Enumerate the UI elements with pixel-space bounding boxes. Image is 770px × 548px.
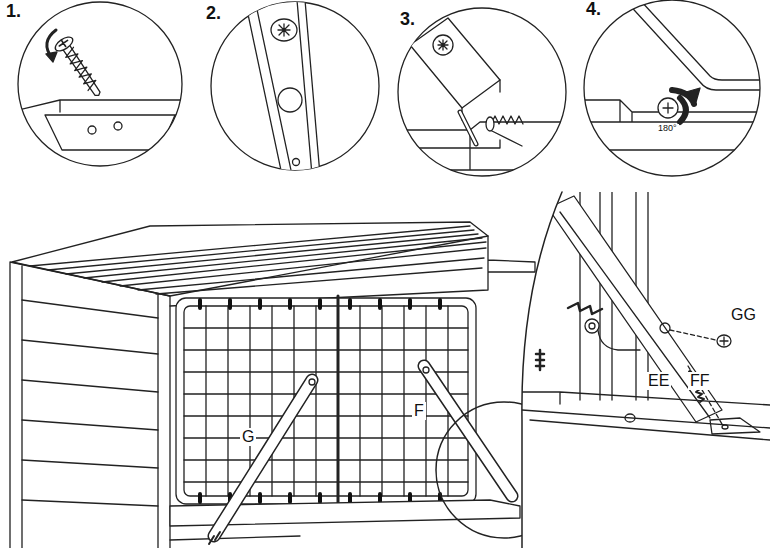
step-two-detail bbox=[255, 0, 320, 190]
cage-illustration bbox=[22, 300, 158, 506]
step-two-detail bbox=[245, 0, 320, 175]
cage-illustration bbox=[176, 298, 476, 504]
step-number: 1. bbox=[4, 2, 23, 22]
step-one-detail bbox=[10, 30, 190, 175]
step-two-detail bbox=[211, 0, 379, 190]
cage-illustration bbox=[12, 222, 488, 296]
step-number: 4. bbox=[584, 0, 603, 20]
enlarged-detail bbox=[536, 350, 544, 370]
enlarged-detail bbox=[589, 323, 595, 329]
cage-illustration bbox=[424, 366, 512, 496]
enlarged-detail bbox=[585, 319, 599, 333]
step-two-detail bbox=[245, 0, 320, 190]
step-two-detail bbox=[278, 24, 290, 36]
step-one-detail bbox=[53, 34, 107, 101]
step-four-detail bbox=[663, 103, 673, 113]
part-label: EE bbox=[646, 372, 671, 390]
step-two-detail bbox=[278, 88, 302, 112]
step-one-detail bbox=[114, 122, 122, 130]
enlarged-detail bbox=[710, 418, 760, 434]
step-three-detail bbox=[462, 80, 500, 120]
step-three-detail bbox=[460, 112, 476, 144]
step-three-detail bbox=[486, 117, 494, 131]
cage-illustration bbox=[10, 222, 572, 548]
step-two-detail bbox=[293, 159, 300, 166]
cage-illustration bbox=[214, 380, 312, 536]
enlarged-detail bbox=[660, 323, 670, 333]
enlarged-detail bbox=[688, 366, 722, 424]
step-four-detail bbox=[686, 88, 700, 102]
cage-illustration bbox=[206, 306, 448, 496]
cage-illustration bbox=[423, 367, 429, 373]
step-one-detail bbox=[63, 45, 102, 98]
cage-illustration bbox=[424, 366, 512, 496]
part-label: FF bbox=[688, 372, 712, 390]
enlarged-detail bbox=[522, 190, 770, 548]
step-one-detail bbox=[88, 126, 96, 134]
part-label: GG bbox=[729, 306, 758, 324]
step-four-detail bbox=[680, 98, 686, 122]
step-one-detail bbox=[18, 2, 182, 166]
step-number: 3. bbox=[398, 10, 417, 30]
step-three-detail bbox=[433, 35, 453, 55]
step-three-detail bbox=[410, 18, 500, 108]
cage-illustration bbox=[309, 379, 315, 385]
enlarged-detail bbox=[522, 190, 770, 440]
step-three-detail bbox=[395, 8, 570, 176]
cage-illustration bbox=[200, 300, 440, 502]
step-three-detail bbox=[438, 40, 448, 50]
rotation-angle: 180° bbox=[656, 124, 679, 134]
cage-illustration bbox=[337, 296, 340, 506]
enlarged-detail bbox=[720, 337, 728, 345]
step-three-detail bbox=[398, 8, 566, 176]
step-four-detail bbox=[584, 0, 770, 176]
cage-illustration bbox=[184, 328, 468, 482]
cage-illustration bbox=[170, 236, 535, 306]
cage-illustration bbox=[184, 306, 468, 496]
enlarged-detail bbox=[568, 303, 602, 314]
step-four-detail bbox=[625, 0, 770, 90]
step-three-detail bbox=[395, 122, 570, 170]
cage-illustration bbox=[209, 532, 220, 544]
step-one-detail bbox=[10, 2, 190, 175]
enlarged-detail bbox=[522, 392, 770, 440]
enlarged-detail bbox=[625, 414, 635, 422]
enlarged-detail bbox=[522, 192, 770, 548]
step-one-detail bbox=[46, 52, 57, 62]
step-one-detail bbox=[63, 47, 98, 90]
step-four-detail bbox=[658, 98, 678, 118]
part-label: F bbox=[412, 402, 426, 420]
step-number: 2. bbox=[204, 4, 223, 24]
step-one-detail bbox=[10, 100, 190, 175]
step-one-detail bbox=[53, 34, 75, 53]
cage-illustration bbox=[10, 262, 170, 548]
step-three-detail bbox=[460, 112, 476, 144]
cage-illustration bbox=[170, 536, 300, 540]
enlarged-detail bbox=[548, 196, 722, 422]
enlarged-detail bbox=[522, 192, 562, 548]
enlarged-detail bbox=[670, 330, 716, 340]
step-three-detail bbox=[490, 116, 523, 146]
cage-illustration bbox=[214, 380, 312, 536]
step-two-detail bbox=[271, 19, 297, 41]
step-three-detail bbox=[395, 18, 570, 170]
cage-illustration bbox=[30, 226, 486, 294]
enlarged-detail bbox=[722, 425, 728, 429]
step-four-detail bbox=[584, 0, 770, 150]
enlarged-detail bbox=[717, 335, 731, 347]
step-one-detail bbox=[58, 38, 70, 49]
part-label: G bbox=[240, 428, 256, 446]
